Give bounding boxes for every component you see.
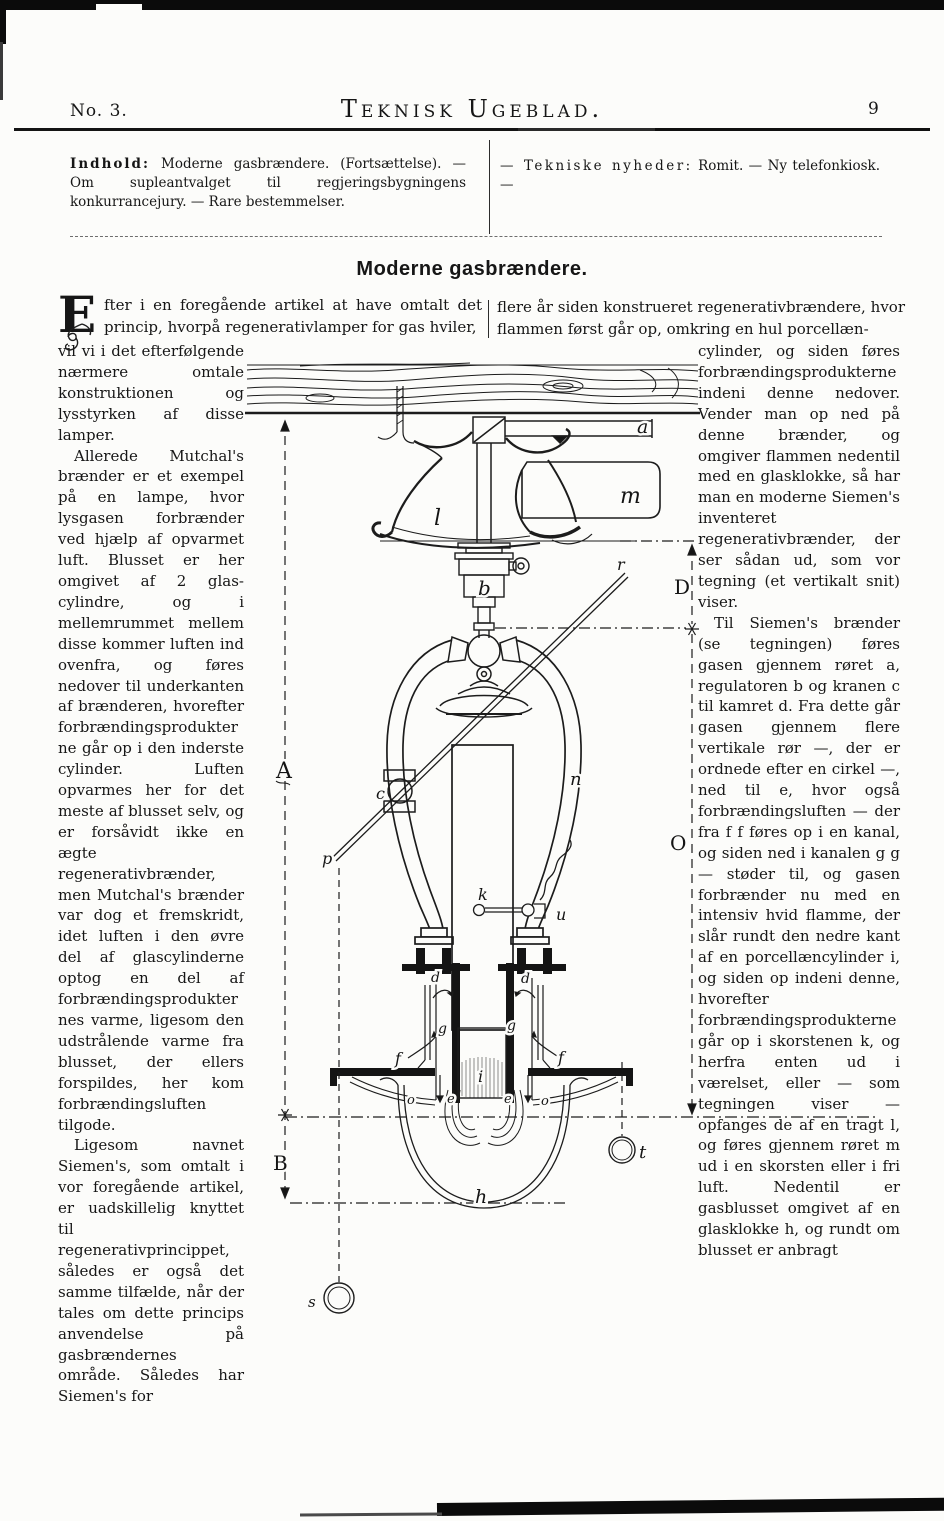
label-d2: d <box>521 971 530 987</box>
label-m: m <box>620 484 641 509</box>
contents-left-text: Moderne gasbrændere. (Fortsættelse). — O… <box>70 156 466 210</box>
burner-assembly <box>330 948 633 1146</box>
label-f1: f <box>394 1049 404 1068</box>
scan-artifact-left-strip2 <box>0 42 3 100</box>
contents-divider <box>489 140 490 234</box>
adjustment-rod-pr <box>332 572 629 862</box>
scan-artifact-bottom-bar <box>436 1497 944 1516</box>
porcelain-cylinder-i <box>457 1027 507 1099</box>
masthead-rule <box>14 128 930 131</box>
label-c: c <box>376 784 385 803</box>
label-e1: e <box>447 1092 455 1107</box>
gas-pipe-a <box>472 416 653 445</box>
tube-loop-n <box>386 639 582 945</box>
label-r: r <box>617 555 626 574</box>
valve-c <box>383 769 416 813</box>
right-col-paragraph-2: Til Siemen's brænder (se tegningen) føre… <box>698 613 900 1259</box>
label-f2: f <box>557 1048 567 1067</box>
label-k: k <box>478 885 488 904</box>
label-e2: e <box>504 1092 512 1107</box>
article-title: Moderne gasbrændere. <box>356 258 588 280</box>
label-t: t <box>639 1142 647 1163</box>
label-h: h <box>475 1186 487 1208</box>
left-col-paragraph-1: vil vi i det efterfølgende nærmere omtal… <box>58 342 244 444</box>
regulator-b <box>454 542 530 638</box>
scan-artifact-bottom-line <box>299 1512 443 1517</box>
masthead: Teknisk Ugeblad. <box>0 95 944 123</box>
exhaust-tube-m <box>514 461 661 545</box>
label-d1: d <box>431 970 440 986</box>
article-intro-left-text: fter i en foregående artikel at have omt… <box>104 296 482 336</box>
bell-support-straps <box>349 1076 619 1106</box>
dropcap-flourish-icon <box>64 323 92 351</box>
masthead-word2: Ugeblad. <box>467 95 604 123</box>
label-A: A <box>275 759 293 784</box>
label-D: D <box>674 575 690 599</box>
label-o1: o <box>407 1093 415 1108</box>
burner-plate <box>330 1068 633 1086</box>
burner-flanges <box>402 948 566 1103</box>
left-col-paragraph-3: Ligesom navnet Siemen's, som omtalt i vo… <box>58 1136 244 1406</box>
hanger-pin <box>377 386 415 444</box>
masthead-word1: Teknisk <box>340 95 456 123</box>
contents-right-text: Romit. — Ny telefonkiosk. — <box>500 158 880 193</box>
contents-right-label: — Tekniske nyheder: <box>500 158 693 174</box>
glass-bell-h <box>379 1077 589 1209</box>
label-g1: g <box>438 1021 447 1037</box>
burner-channels <box>417 978 551 1100</box>
scan-artifact-left-strip <box>0 8 6 44</box>
label-g2: g <box>507 1018 516 1034</box>
article-intro-right: flere år siden konstrueret regenerativbr… <box>497 298 905 338</box>
left-col-paragraph-2: Allerede Mutchal's brænder er et exempel… <box>58 446 244 1134</box>
scan-artifact-top-bar <box>0 0 944 10</box>
ceiling-beam <box>245 362 700 415</box>
intro-column-divider <box>488 300 489 338</box>
flame-scrolls <box>444 1089 524 1146</box>
figure-labels: a b c d d e e f f g g h i k l m n o o p … <box>271 414 693 1314</box>
label-s: s <box>308 1293 316 1311</box>
chimney-k <box>451 744 514 1031</box>
label-u: u <box>556 905 566 924</box>
label-B: B <box>273 1151 288 1175</box>
label-b: b <box>478 576 491 600</box>
ceiling-scroll-ornaments <box>413 427 571 454</box>
label-p: p <box>322 849 332 868</box>
damper-rod-u <box>472 839 572 919</box>
page-number: 9 <box>868 99 879 119</box>
airflow-arrows <box>407 989 561 1104</box>
label-O: O <box>670 831 686 855</box>
contents-rule <box>70 236 882 237</box>
issue-number: No. 3. <box>70 101 128 121</box>
contents-right: — Tekniske nyheder: Romit. — Ny telefonk… <box>500 157 880 195</box>
funnel-l <box>371 440 636 549</box>
label-a: a <box>637 416 648 438</box>
scan-artifact-top-gap <box>96 4 142 11</box>
ball-joint <box>435 634 533 718</box>
central-pipe <box>476 443 492 543</box>
contents-left: Indhold: Moderne gasbrændere. (Fortsætte… <box>70 155 466 212</box>
label-l: l <box>434 506 441 531</box>
label-i: i <box>478 1067 483 1086</box>
article-left-column: vil vi i det efterfølgende nærmere omtal… <box>58 341 244 1407</box>
label-n: n <box>570 769 582 790</box>
right-col-paragraph-1: cylinder, og siden føres forbrændingspro… <box>698 342 900 611</box>
contents-label: Indhold: <box>70 156 150 172</box>
article-right-column: cylinder, og siden føres forbrændingspro… <box>698 341 900 1261</box>
label-o2: o <box>541 1094 549 1109</box>
